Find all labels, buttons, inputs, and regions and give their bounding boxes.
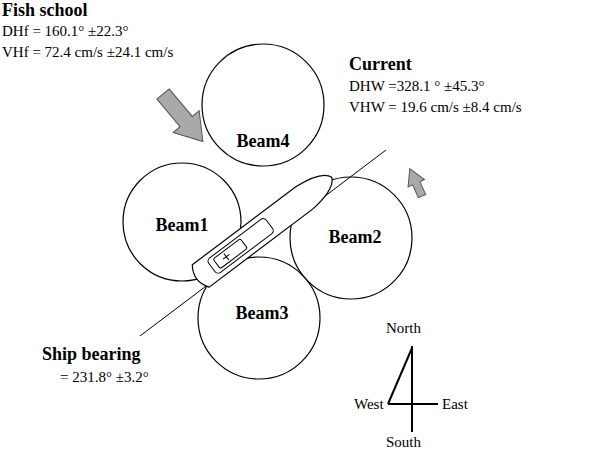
beam-label: Beam2 [329,227,382,248]
beam-label: Beam3 [236,303,289,324]
current-arrow [402,165,431,200]
compass-label: East [442,396,468,413]
measurement: VHW = 19.6 cm/s ±8.4 cm/s [349,99,522,116]
measurement: = 231.8° ±3.2° [60,369,149,386]
compass-label: West [354,396,384,413]
measurement: DHW =328.1 ° ±45.3° [349,78,485,95]
compass-label: North [386,320,421,337]
bearing-line [140,150,386,336]
fish-arrow [150,83,216,152]
compass-label: South [386,434,421,451]
heading: Ship bearing [42,345,141,365]
beam-label: Beam4 [237,131,290,152]
measurement: DHf = 160.1° ±22.3° [2,23,129,40]
heading: Current [349,55,412,75]
heading: Fish school [2,1,88,21]
beam-circle: Beam4 [201,43,325,167]
measurement: VHf = 72.4 cm/s ±24.1 cm/s [2,44,173,61]
beam-label: Beam1 [156,215,209,236]
compass [388,346,438,432]
